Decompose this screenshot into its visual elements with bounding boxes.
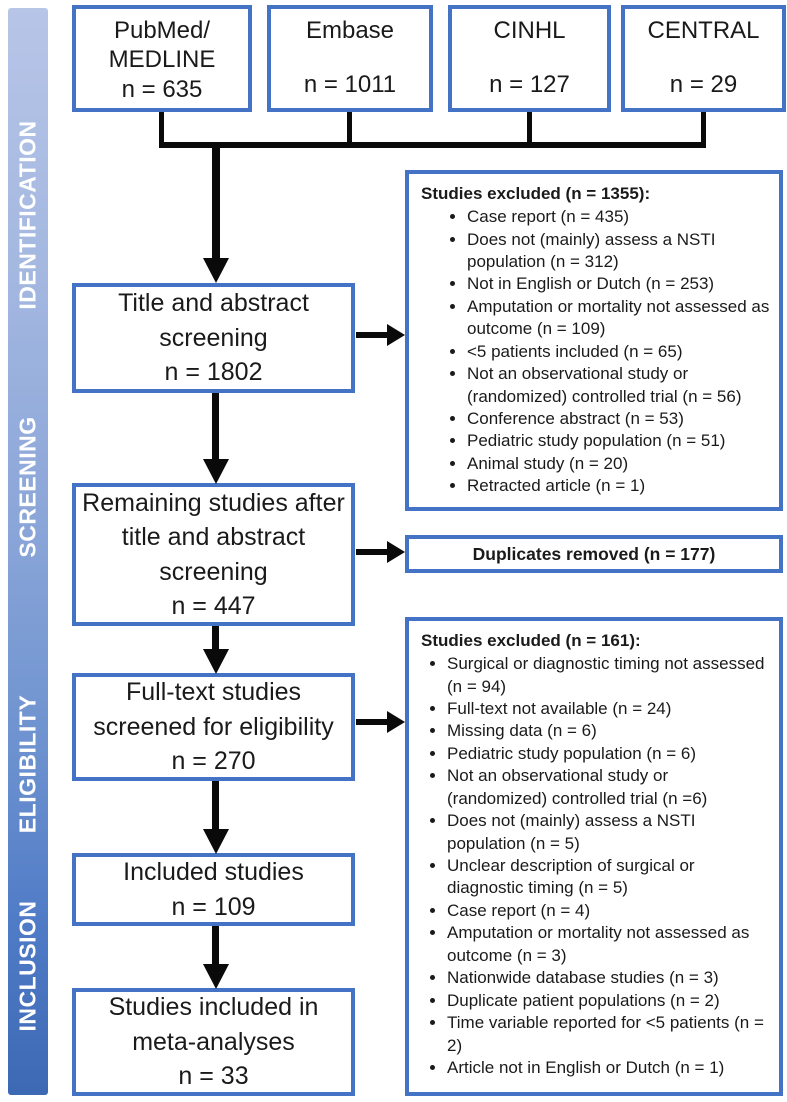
flow-box-included-studies: Included studies n = 109 (72, 853, 355, 926)
arrow-line (356, 549, 387, 555)
connector-line (347, 112, 352, 145)
exclusion-reason-item: Conference abstract (n = 53) (467, 408, 771, 430)
flow-box-text: Title and abstract screening n = 1802 (118, 289, 309, 387)
exclusion-reason-item: Pediatric study population (n = 6) (447, 743, 771, 765)
phase-label-eligibility: ELIGIBILITY (14, 694, 41, 834)
source-count: n = 29 (669, 70, 738, 98)
duplicates-removed-text: Duplicates removed (n = 177) (472, 543, 716, 564)
exclusion-reason-item: Full-text not available (n = 24) (447, 698, 771, 720)
exclusion-reason-item: Article not in English or Dutch (n = 1) (447, 1057, 771, 1079)
exclusion-reason-item: Pediatric study population (n = 51) (467, 430, 771, 452)
phase-label-screening: SCREENING (14, 416, 41, 558)
flow-box-text: Remaining studies after title and abstra… (82, 488, 345, 621)
source-box-embase: Embase n = 1011 (267, 5, 433, 112)
arrow-down-icon (203, 829, 229, 854)
source-box-pubmed-medline: PubMed/ MEDLINE n = 635 (72, 5, 252, 112)
arrow-line (212, 142, 220, 258)
connector-line (701, 112, 706, 145)
arrow-down-icon (203, 459, 229, 484)
exclusion-reason-item: Time variable reported for <5 patients (… (447, 1012, 771, 1057)
exclusion-reason-item: Missing data (n = 6) (447, 720, 771, 742)
exclusion-reason-item: Does not (mainly) assess a NSTI populati… (447, 810, 771, 855)
arrow-line (356, 332, 387, 338)
flow-box-meta-analyses: Studies included in meta-analyses n = 33 (72, 988, 355, 1096)
excluded-box-screening: Studies excluded (n = 1355): Case report… (405, 170, 783, 511)
flow-box-text: Full-text studies screened for eligibili… (93, 678, 334, 776)
source-name: CINHL (493, 17, 566, 44)
exclusion-reason-item: Nationwide database studies (n = 3) (447, 967, 771, 989)
flow-box-text: Studies included in meta-analyses n = 33 (108, 993, 319, 1091)
exclusion-reason-item: Not an observational study or (randomize… (467, 363, 771, 408)
exclusion-reason-item: Amputation or mortality not assessed as … (447, 922, 771, 967)
source-name: CENTRAL (647, 17, 760, 44)
exclusion-reason-item: Case report (n = 4) (447, 900, 771, 922)
flow-box-remaining-studies: Remaining studies after title and abstra… (72, 483, 355, 626)
exclusion-reason-item: Animal study (n = 20) (467, 453, 771, 475)
arrow-right-icon (387, 711, 405, 733)
connector-line (159, 142, 706, 148)
exclusion-reason-item: Unclear description of surgical or diagn… (447, 855, 771, 900)
excluded-box-title: Studies excluded (n = 161): (421, 631, 641, 650)
phase-label-identification: IDENTIFICATION (14, 120, 41, 310)
arrow-line (212, 781, 219, 829)
exclusion-reason-item: Retracted article (n = 1) (467, 475, 771, 497)
exclusion-reason-item: Does not (mainly) assess a NSTI populati… (467, 229, 771, 274)
source-box-central: CENTRAL n = 29 (621, 5, 786, 112)
source-count: n = 1011 (303, 70, 397, 98)
exclusion-reason-item: Amputation or mortality not assessed as … (467, 296, 771, 341)
source-name: PubMed/ MEDLINE (108, 17, 216, 74)
exclusion-reason-item: Not an observational study or (randomize… (447, 765, 771, 810)
arrow-right-icon (387, 324, 405, 346)
exclusion-reason-item: <5 patients included (n = 65) (467, 341, 771, 363)
arrow-down-icon (203, 258, 229, 283)
arrow-down-icon (203, 649, 229, 674)
arrow-line (212, 926, 219, 964)
exclusion-reason-item: Duplicate patient populations (n = 2) (447, 990, 771, 1012)
source-count: n = 635 (121, 75, 203, 103)
exclusion-reason-item: Surgical or diagnostic timing not assess… (447, 653, 771, 698)
excluded-list: Case report (n = 435)Does not (mainly) a… (421, 206, 771, 498)
arrow-line (212, 626, 219, 649)
flow-box-title-abstract-screening: Title and abstract screening n = 1802 (72, 283, 355, 393)
source-count: n = 127 (489, 70, 570, 98)
excluded-box-eligibility: Studies excluded (n = 161): Surgical or … (405, 617, 783, 1096)
duplicates-removed-box: Duplicates removed (n = 177) (405, 535, 783, 573)
source-name: Embase (305, 17, 395, 44)
flow-box-text: Included studies n = 109 (123, 858, 304, 921)
phase-sidebar (8, 8, 48, 1095)
connector-line (527, 112, 532, 145)
arrow-right-icon (387, 541, 405, 563)
excluded-list: Surgical or diagnostic timing not assess… (421, 653, 771, 1079)
exclusion-reason-item: Not in English or Dutch (n = 253) (467, 273, 771, 295)
arrow-line (212, 393, 219, 459)
excluded-box-title: Studies excluded (n = 1355): (421, 184, 651, 203)
phase-label-inclusion: INCLUSION (14, 900, 41, 1032)
source-box-cinhl: CINHL n = 127 (448, 5, 611, 112)
arrow-line (356, 719, 387, 725)
arrow-down-icon (203, 964, 229, 989)
connector-line (159, 112, 164, 145)
exclusion-reason-item: Case report (n = 435) (467, 206, 771, 228)
flow-box-fulltext-screened: Full-text studies screened for eligibili… (72, 673, 355, 781)
